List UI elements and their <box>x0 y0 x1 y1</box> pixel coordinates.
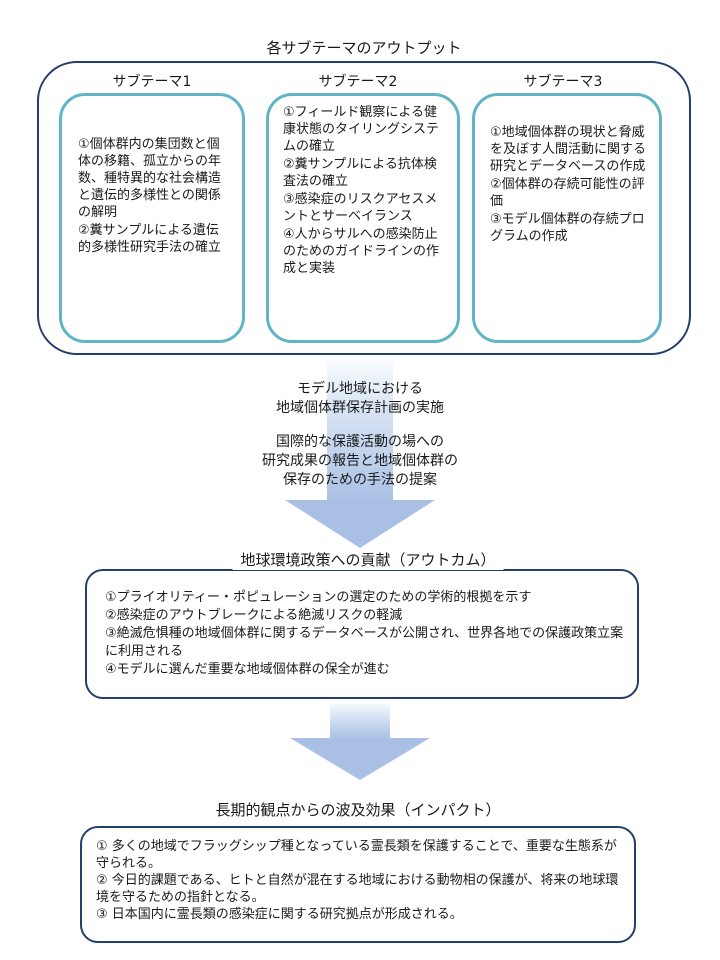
subtheme-3-item-2: ②個体群の存続可能性の評価 <box>490 177 645 209</box>
subtheme-3-items: ①地域個体群の現状と脅威を及ぼす人間活動に関する研究とデータベースの作成 ②個体… <box>490 124 648 246</box>
outputs-title: 各サブテーマのアウトプット <box>258 38 470 58</box>
subtheme-1-box: ①個体群内の集団数と個体の移籍、孤立からの年数、種特異的な社会構造と遺伝的多様性… <box>59 93 245 343</box>
subtheme-2-item-4: ④人からサルへの感染防止のためのガイドラインの作成と実装 <box>283 227 440 276</box>
subtheme-2-items: ①フィールド観察による健康状態のタイリングシステムの確立 ②糞サンプルによる抗体… <box>283 104 449 278</box>
impact-frame: ① 多くの地域でフラッグシップ種となっている霊長類を保護することで、重要な生態系… <box>80 826 636 943</box>
subtheme-1-title: サブテーマ1 <box>106 73 198 91</box>
flow-arrow-2-stem <box>330 700 390 740</box>
outcome-title: 地球環境政策への貢献（アウトカム） <box>232 550 504 570</box>
outcome-item-3: ③絶滅危惧種の地域個体群に関するデータベースが公開され、世界各地での保護政策立案… <box>105 626 624 659</box>
impact-title: 長期的観点からの波及効果（インパクト） <box>207 800 509 820</box>
outcome-item-1: ①プライオリティー・ポピュレーションの選定のための学術的根拠を示す <box>105 590 532 605</box>
middle-line-5: 保存のための手法の提案 <box>283 472 437 488</box>
impact-item-1: ① 多くの地域でフラッグシップ種となっている霊長類を保護することで、重要な生態系… <box>96 839 617 871</box>
subtheme-2-item-2: ②糞サンプルによる抗体検査法の確立 <box>283 157 437 189</box>
outcome-frame: ①プライオリティー・ポピュレーションの選定のための学術的根拠を示す ②感染症のア… <box>85 569 639 699</box>
outputs-frame: ①個体群内の集団数と個体の移籍、孤立からの年数、種特異的な社会構造と遺伝的多様性… <box>37 61 691 355</box>
outcome-items: ①プライオリティー・ポピュレーションの選定のための学術的根拠を示す ②感染症のア… <box>105 589 625 679</box>
subtheme-1-items: ①個体群内の集団数と個体の移籍、孤立からの年数、種特異的な社会構造と遺伝的多様性… <box>78 136 230 257</box>
middle-line-1: モデル地域における <box>297 381 423 397</box>
impact-item-3: ③ 日本国内に霊長類の感染症に関する研究拠点が形成される。 <box>96 907 463 922</box>
flow-arrow-2-head <box>290 738 430 780</box>
subtheme-1-item-1: ①個体群内の集団数と個体の移籍、孤立からの年数、種特異的な社会構造と遺伝的多様性… <box>78 137 222 220</box>
flow-arrow-1-head <box>285 500 435 548</box>
subtheme-2-title: サブテーマ2 <box>312 73 404 91</box>
outcome-item-2: ②感染症のアウトブレークによる絶滅リスクの軽減 <box>105 608 403 623</box>
subtheme-2-item-3: ③感染症のリスクアセスメントとサーベイランス <box>283 192 438 224</box>
subtheme-3-box: ①地域個体群の現状と脅威を及ぼす人間活動に関する研究とデータベースの作成 ②個体… <box>472 93 662 343</box>
subtheme-2-item-1: ①フィールド観察による健康状態のタイリングシステムの確立 <box>283 105 440 154</box>
subtheme-1-item-2: ②糞サンプルによる遺伝的多様性研究手法の確立 <box>78 223 222 255</box>
middle-line-2: 地域個体群保存計画の実施 <box>276 400 444 416</box>
impact-items: ① 多くの地域でフラッグシップ種となっている霊長類を保護することで、重要な生態系… <box>96 838 624 923</box>
middle-line-3: 国際的な保護活動の場への <box>276 434 444 450</box>
subtheme-3-item-3: ③モデル個体群の存続プログラムの作成 <box>490 212 645 244</box>
subtheme-2-box: ①フィールド観察による健康状態のタイリングシステムの確立 ②糞サンプルによる抗体… <box>266 93 460 343</box>
flow-arrow-1-stem <box>327 352 393 502</box>
middle-line-4: 研究成果の報告と地域個体群の <box>262 453 458 469</box>
subtheme-3-title: サブテーマ3 <box>517 73 609 91</box>
subtheme-3-item-1: ①地域個体群の現状と脅威を及ぼす人間活動に関する研究とデータベースの作成 <box>490 125 647 174</box>
outcome-item-4: ④モデルに選んだ重要な地域個体群の保全が進む <box>105 662 390 677</box>
impact-item-2: ② 今日的課題である、ヒトと自然が混在する地域における動物相の保護が、将来の地球… <box>96 873 619 905</box>
